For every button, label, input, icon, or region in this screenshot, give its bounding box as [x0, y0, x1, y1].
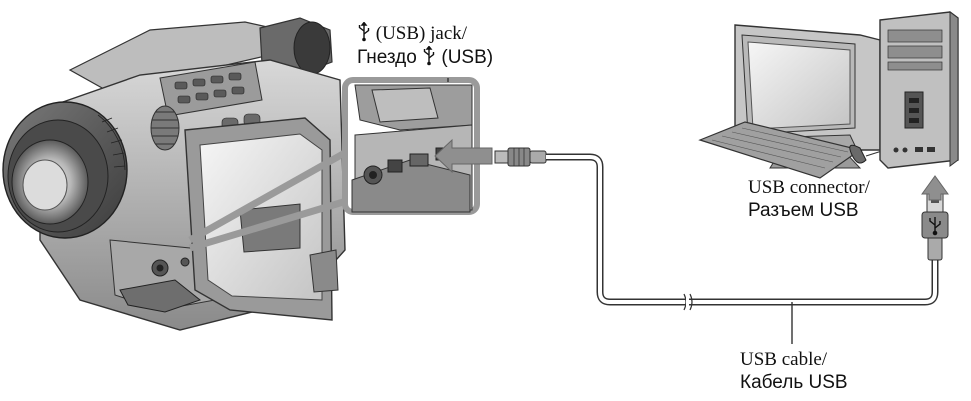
usb-jack-label-ru: Гнездо (USB) [357, 46, 493, 68]
usb-jack-en-text: (USB) jack/ [376, 23, 467, 44]
usb-connector-label-ru: Разъем USB [748, 201, 870, 221]
computer [700, 12, 958, 178]
usb-connector-label: USB connector/ Разъем USB [748, 178, 870, 221]
usb-trident-icon [357, 22, 371, 42]
camcorder [3, 18, 345, 330]
usb-jack-ru-after: (USB) [441, 47, 493, 68]
usb-cable-label: USB cable/ Кабель USB [740, 350, 848, 393]
usb-jack-ru-before: Гнездо [357, 47, 417, 68]
usb-cable-label-ru: Кабель USB [740, 373, 848, 393]
usb-jack-label-en: (USB) jack/ [357, 22, 493, 44]
usb-cable [495, 148, 948, 310]
usb-cable-label-en: USB cable/ [740, 350, 848, 370]
usb-jack-label: (USB) jack/ Гнездо (USB) [357, 22, 493, 68]
usb-connector-label-en: USB connector/ [748, 178, 870, 198]
usb-trident-icon [422, 46, 436, 66]
